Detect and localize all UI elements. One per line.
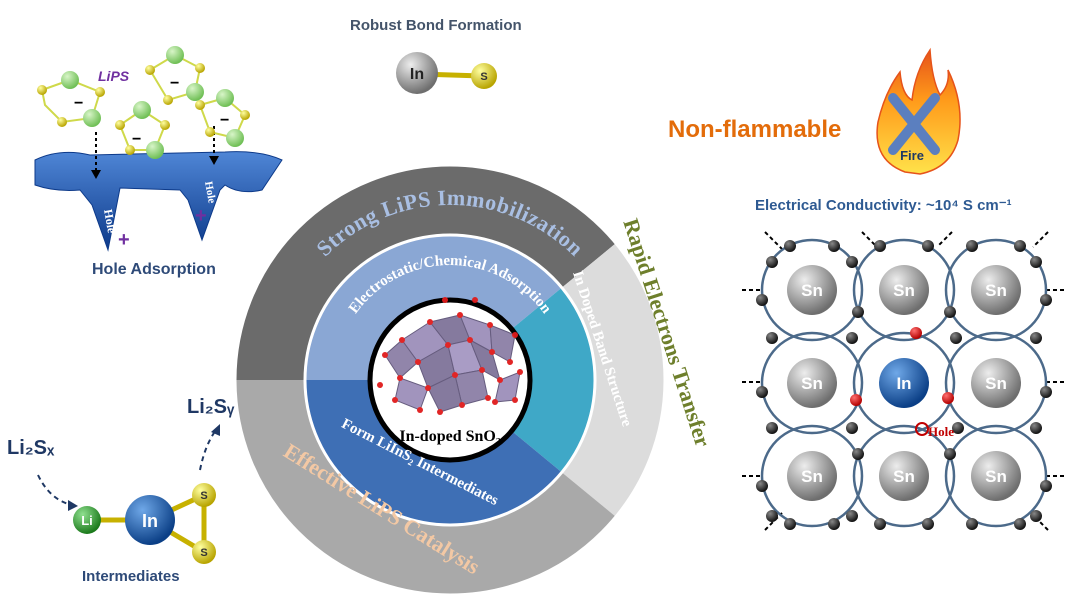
s-atom-bottom bbox=[192, 540, 216, 564]
svg-text:Sn: Sn bbox=[801, 281, 823, 300]
svg-text:S: S bbox=[200, 490, 207, 502]
inner-sector-bottom bbox=[305, 380, 562, 525]
crystal-structure-image bbox=[377, 297, 523, 415]
svg-text:Hole: Hole bbox=[101, 208, 119, 235]
inner-sector-right bbox=[511, 287, 595, 473]
svg-text:+: + bbox=[118, 229, 130, 251]
svg-text:Hole: Hole bbox=[202, 180, 218, 204]
svg-text:In: In bbox=[142, 511, 158, 531]
li2sy-label: Li₂Sᵧ bbox=[187, 396, 235, 418]
svg-text:S: S bbox=[200, 547, 207, 559]
fire-icon: Fire bbox=[876, 47, 961, 175]
li2sx-label: Li₂Sₓ bbox=[7, 437, 55, 459]
non-flammable-label: Non-flammable bbox=[668, 116, 842, 143]
robust-bond-illustration: In S bbox=[396, 52, 497, 94]
svg-text:−: − bbox=[132, 131, 141, 148]
svg-text:Sn: Sn bbox=[985, 281, 1007, 300]
svg-text:Li: Li bbox=[81, 513, 93, 528]
svg-text:In: In bbox=[410, 66, 424, 83]
outer-sector-right bbox=[561, 243, 665, 517]
svg-text:Sn: Sn bbox=[985, 467, 1007, 486]
svg-text:In: In bbox=[896, 374, 911, 393]
intermediates-label: Intermediates bbox=[82, 568, 180, 585]
svg-text:−: − bbox=[74, 95, 83, 112]
svg-text:Sn: Sn bbox=[893, 467, 915, 486]
center-label: In-doped SnO₂ bbox=[399, 428, 500, 445]
hole-adsorption-label: Hole Adsorption bbox=[92, 261, 216, 278]
outer-sector-top bbox=[235, 165, 616, 380]
intermediates-illustration: Li In S S bbox=[37, 424, 220, 564]
svg-text:Sn: Sn bbox=[985, 374, 1007, 393]
li-atom bbox=[73, 506, 101, 534]
svg-text:S: S bbox=[480, 71, 487, 83]
svg-text:Sn: Sn bbox=[801, 467, 823, 486]
lips-label: LiPS bbox=[98, 68, 130, 84]
s-atom-top bbox=[192, 483, 216, 507]
outer-sector-bottom bbox=[235, 380, 616, 595]
svg-text:+: + bbox=[195, 205, 207, 227]
s-atom bbox=[471, 63, 497, 89]
svg-text:Sn: Sn bbox=[893, 281, 915, 300]
conductivity-label: Electrical Conductivity: ~10⁴ S cm⁻¹ bbox=[755, 197, 1012, 214]
svg-text:Sn: Sn bbox=[801, 374, 823, 393]
robust-bond-label: Robust Bond Formation bbox=[350, 17, 522, 34]
hole-marker-label: Hole bbox=[928, 424, 954, 439]
in-atom-intermediate bbox=[125, 495, 175, 545]
sn-lattice: Sn Sn Sn Sn In Sn Sn Sn Sn bbox=[742, 231, 1064, 531]
in-atom bbox=[396, 52, 438, 94]
hole-marker-icon bbox=[915, 422, 929, 436]
ring-diagram: In-doped SnO₂ Strong LiPS Immobilization… bbox=[233, 163, 716, 597]
svg-text:−: − bbox=[170, 75, 179, 92]
svg-text:−: − bbox=[220, 112, 229, 129]
hole-adsorption-illustration: Hole Hole + + − − − − bbox=[34, 46, 283, 252]
svg-text:Fire: Fire bbox=[900, 148, 924, 163]
inner-sector-top bbox=[305, 235, 562, 380]
